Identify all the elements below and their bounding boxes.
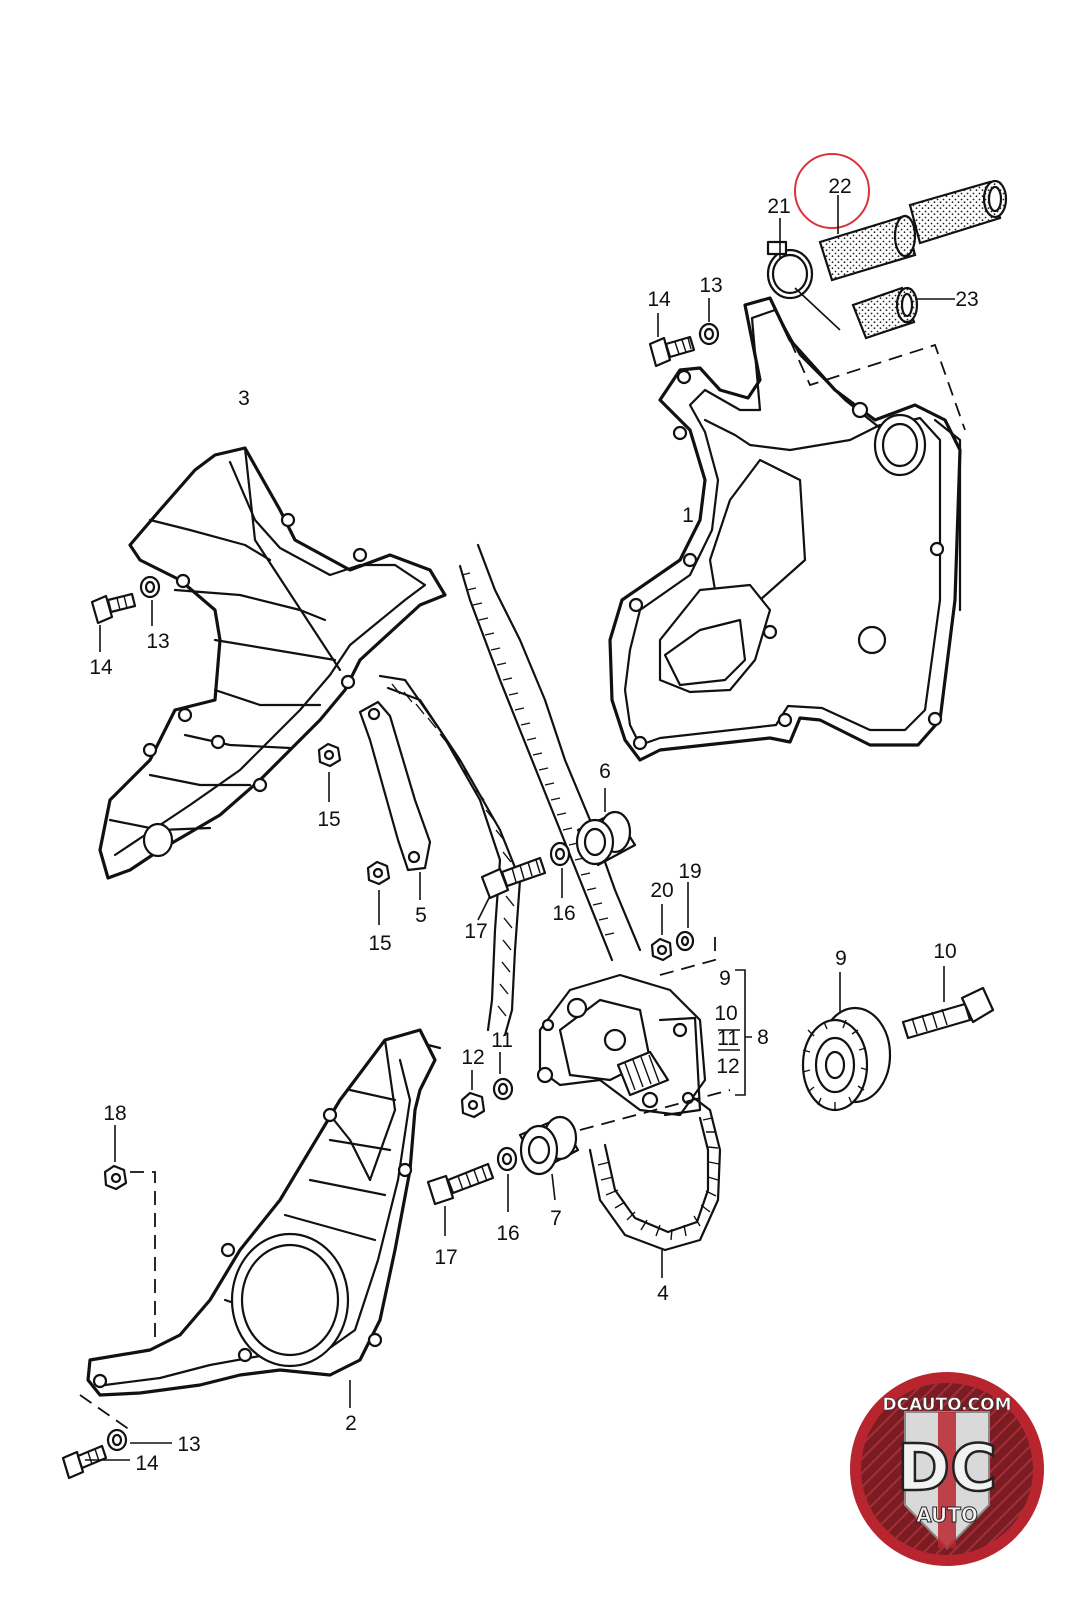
washer-13-upper [698,322,720,346]
callout-16-upper: 16 [552,902,575,925]
assembly-frame-left [130,1171,156,1345]
callout-7: 7 [550,1207,562,1230]
washer-16-upper [549,841,571,867]
callout-14-lower: 14 [135,1452,159,1475]
assembly-frame-tensioner [659,935,716,976]
callout-2: 2 [345,1412,357,1435]
assembly-frame-upper [789,339,966,431]
callout-20: 20 [650,879,673,902]
callout-22: 22 [828,175,851,198]
part-8-tensioner-assembly [536,973,707,1117]
nut-18 [103,1164,128,1191]
part-7-idler-pulley [518,1115,580,1176]
washer-13-lower [106,1428,128,1452]
part-22-highlight-ring [794,153,870,229]
part-9-sprocket [801,1006,892,1112]
callout-10-group: 10 [714,1002,737,1025]
washer-16-lower [496,1146,518,1172]
nut-12 [460,1091,486,1119]
washer-13-left [139,575,161,599]
washer-11 [492,1077,514,1101]
logo-mark-text: DC [897,1432,997,1506]
nut-15-lower [366,860,391,886]
callout-16-lower: 16 [496,1222,519,1245]
nut-15-upper [317,742,342,768]
callout-13-lower: 13 [177,1433,200,1456]
callout-3: 3 [238,387,250,410]
washer-19 [675,930,695,952]
callout-14-left: 14 [89,656,113,679]
callout-labels: 1 2 3 4 5 6 7 8 9 9 10 10 11 11 12 12 13… [89,175,978,1475]
callout-8: 8 [757,1026,769,1049]
callout-13-upper: 13 [699,274,722,297]
callout-17-upper: 17 [464,920,487,943]
callout-12-group: 12 [716,1055,739,1078]
bolt-14-lower [61,1444,108,1480]
part-5-bracket [358,700,432,872]
callout-13-left: 13 [146,630,169,653]
bolt-10 [901,986,995,1040]
nut-20 [650,937,673,962]
part-23-hose-sleeve [851,286,919,340]
callout-18: 18 [103,1102,126,1125]
callout-15-lower: 15 [368,932,391,955]
callout-1: 1 [682,504,694,527]
part-1-rear-cover [608,296,962,762]
part-3-upper-cover [98,446,447,880]
dcauto-logo: DCAUTO.COM DC AUTO [850,1372,1044,1566]
callout-11: 11 [491,1029,513,1052]
bolt-17-lower [426,1162,495,1206]
callout-14-upper: 14 [647,288,671,311]
part-22-hose [818,179,1008,282]
bolt-17-upper [480,856,547,900]
callout-15-upper: 15 [317,808,340,831]
callout-9: 9 [835,947,847,970]
callout-12: 12 [461,1046,484,1069]
leader-21-22-23 [779,195,955,331]
callout-23: 23 [955,288,978,311]
assembly-frame-lower [579,1089,731,1131]
callout-10: 10 [933,940,956,963]
callout-5: 5 [415,904,427,927]
callout-11-group: 11 [717,1027,739,1050]
callout-6: 6 [599,760,611,783]
callout-4: 4 [657,1282,669,1305]
callout-9-group: 9 [719,967,731,990]
logo-sub-text: AUTO [916,1503,978,1527]
callout-21: 21 [767,195,790,218]
part-2-lower-cover [86,1028,442,1397]
bracket-8 [735,969,752,1096]
part-21-hose-clamp [766,240,814,300]
callout-17-lower: 17 [434,1246,457,1269]
bolt-14-upper [648,335,696,368]
bolt-14-left [90,592,137,625]
logo-site-text: DCAUTO.COM [882,1395,1011,1415]
part-6-idler-pulley [575,810,637,867]
callout-19: 19 [678,860,701,883]
part-4-timing-belt [378,543,722,1252]
